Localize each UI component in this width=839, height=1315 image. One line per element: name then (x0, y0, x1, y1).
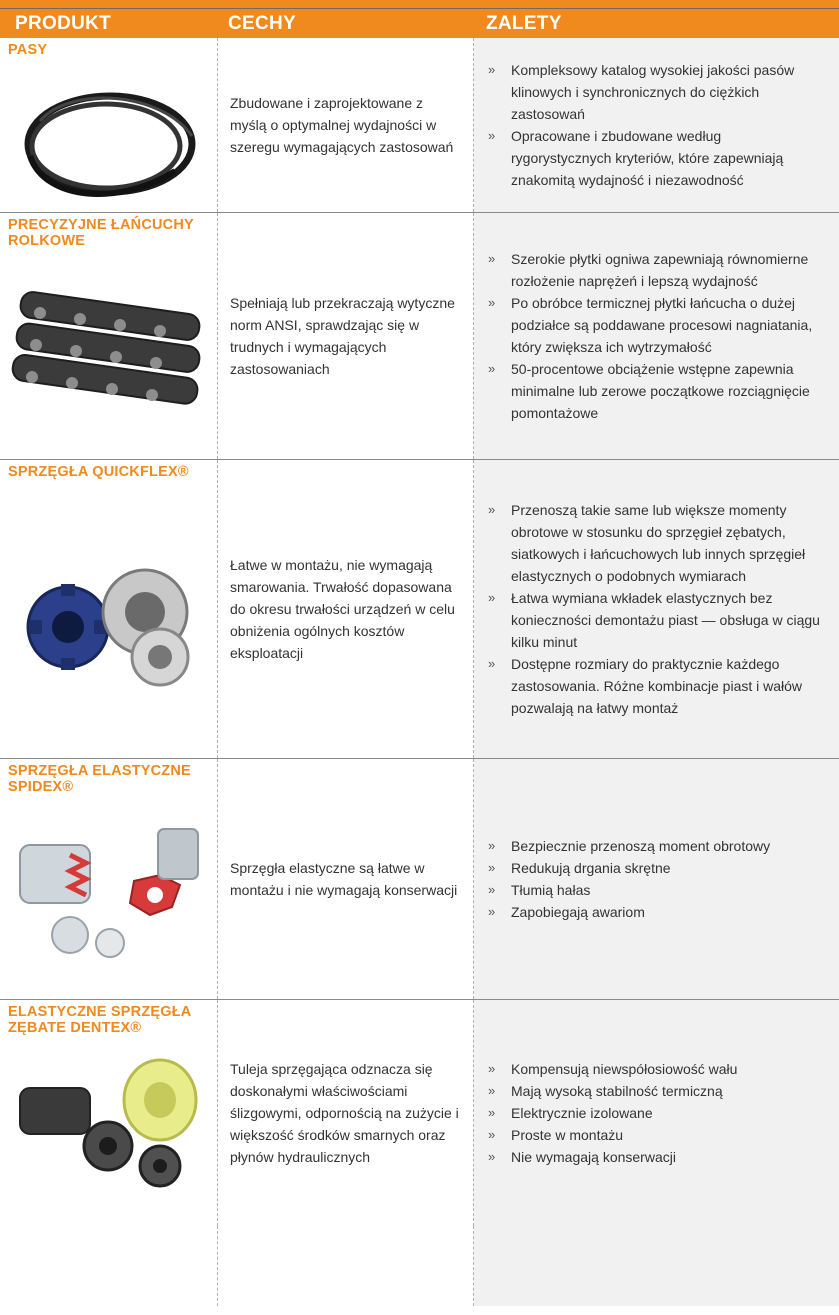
benefits-cell: Przenoszą takie same lub większe momenty… (474, 460, 839, 758)
spidex-coupling-image (19, 828, 199, 958)
benefits-cell: Kompensują niewspółosiowość wału Mają wy… (474, 1000, 839, 1226)
benefits-list: Kompleksowy katalog wysokiej jakości pas… (486, 59, 821, 191)
benefits-list: Bezpiecznie przenoszą moment obrotowy Re… (486, 835, 770, 923)
benefit-item: Przenoszą takie same lub większe momenty… (486, 499, 821, 587)
features-cell: Tuleja sprzęgająca odznacza się doskonał… (218, 1000, 474, 1226)
benefit-item: Dostępne rozmiary do praktycznie każdego… (486, 653, 821, 719)
benefit-item: Kompensują niewspółosiowość wału (486, 1058, 737, 1080)
product-name: SPRZĘGŁA ELASTYCZNE SPIDEX® (8, 763, 191, 795)
top-accent-bar (0, 0, 839, 9)
header-product: PRODUKT (15, 13, 112, 34)
features-text: Tuleja sprzęgająca odznacza się doskonał… (230, 1061, 459, 1165)
table-row: ELASTYCZNE SPRZĘGŁA ZĘBATE DENTEX® Tulej… (0, 1000, 839, 1226)
features-cell: Zbudowane i zaprojektowane z myślą o opt… (218, 38, 474, 212)
benefit-item: Bezpiecznie przenoszą moment obrotowy (486, 835, 770, 857)
benefit-item: Szerokie płytki ogniwa zapewniają równom… (486, 248, 821, 292)
benefits-cell: Bezpiecznie przenoszą moment obrotowy Re… (474, 759, 839, 999)
quickflex-coupling-image (26, 568, 190, 687)
table-tail (0, 1226, 839, 1306)
belt-image (24, 92, 196, 197)
product-name: SPRZĘGŁA QUICKFLEX® (8, 464, 189, 480)
product-cell: PASY (0, 38, 218, 212)
table-body: PASY Zbudowane i zaprojektowane z myślą … (0, 38, 839, 1306)
product-cell: ELASTYCZNE SPRZĘGŁA ZĘBATE DENTEX® (0, 1000, 218, 1226)
table-row: SPRZĘGŁA QUICKFLEX® Łatwe w montażu, nie… (0, 460, 839, 759)
features-cell: Spełniają lub przekraczają wytyczne norm… (218, 213, 474, 459)
benefits-list: Kompensują niewspółosiowość wału Mają wy… (486, 1058, 737, 1168)
features-text: Sprzęgła elastyczne są łatwe w montażu i… (230, 860, 458, 898)
product-name: ELASTYCZNE SPRZĘGŁA ZĘBATE DENTEX® (8, 1004, 191, 1036)
benefit-item: Nie wymagają konserwacji (486, 1146, 737, 1168)
roller-chain-image (11, 291, 201, 405)
tail-cell-features (218, 1226, 474, 1306)
benefit-item: Kompleksowy katalog wysokiej jakości pas… (486, 59, 821, 125)
benefit-item: Redukują drgania skrętne (486, 857, 770, 879)
product-cell: SPRZĘGŁA ELASTYCZNE SPIDEX® (0, 759, 218, 999)
product-name: PRECYZYJNE ŁAŃCUCHY ROLKOWE (8, 217, 194, 249)
benefit-item: Zapobiegają awariom (486, 901, 770, 923)
table-row: PASY Zbudowane i zaprojektowane z myślą … (0, 38, 839, 213)
features-text: Zbudowane i zaprojektowane z myślą o opt… (230, 95, 454, 155)
product-name: PASY (8, 42, 48, 58)
benefit-item: Opracowane i zbudowane według rygorystyc… (486, 125, 821, 191)
benefits-cell: Kompleksowy katalog wysokiej jakości pas… (474, 38, 839, 212)
dentex-coupling-image (19, 1058, 198, 1188)
product-cell: PRECYZYJNE ŁAŃCUCHY ROLKOWE (0, 213, 218, 459)
product-cell: SPRZĘGŁA QUICKFLEX® (0, 460, 218, 758)
benefits-list: Szerokie płytki ogniwa zapewniają równom… (486, 248, 821, 424)
benefit-item: 50-procentowe obciążenie wstępne zapewni… (486, 358, 821, 424)
header-features: CECHY (228, 13, 297, 34)
benefit-item: Elektrycznie izolowane (486, 1102, 737, 1124)
benefit-item: Po obróbce termicznej płytki łańcucha o … (486, 292, 821, 358)
benefits-list: Przenoszą takie same lub większe momenty… (486, 499, 821, 719)
benefits-cell: Szerokie płytki ogniwa zapewniają równom… (474, 213, 839, 459)
tail-cell-product (0, 1226, 218, 1306)
benefit-item: Tłumią hałas (486, 879, 770, 901)
product-table: PRODUKT CECHY ZALETY PASY Zbudowane i za… (0, 9, 839, 1315)
table-header: PRODUKT CECHY ZALETY (0, 9, 839, 38)
tail-cell-benefits (474, 1226, 839, 1306)
features-cell: Łatwe w montażu, nie wymagają smarowania… (218, 460, 474, 758)
features-text: Spełniają lub przekraczają wytyczne norm… (230, 295, 455, 377)
header-benefits: ZALETY (486, 13, 562, 34)
features-text: Łatwe w montażu, nie wymagają smarowania… (230, 557, 455, 661)
benefit-item: Proste w montażu (486, 1124, 737, 1146)
benefit-item: Mają wysoką stabilność termiczną (486, 1080, 737, 1102)
benefit-item: Łatwa wymiana wkładek elastycznych bez k… (486, 587, 821, 653)
features-cell: Sprzęgła elastyczne są łatwe w montażu i… (218, 759, 474, 999)
table-row: PRECYZYJNE ŁAŃCUCHY ROLKOWE Spełniają (0, 213, 839, 460)
table-row: SPRZĘGŁA ELASTYCZNE SPIDEX® Sprzęgła ela… (0, 759, 839, 1000)
